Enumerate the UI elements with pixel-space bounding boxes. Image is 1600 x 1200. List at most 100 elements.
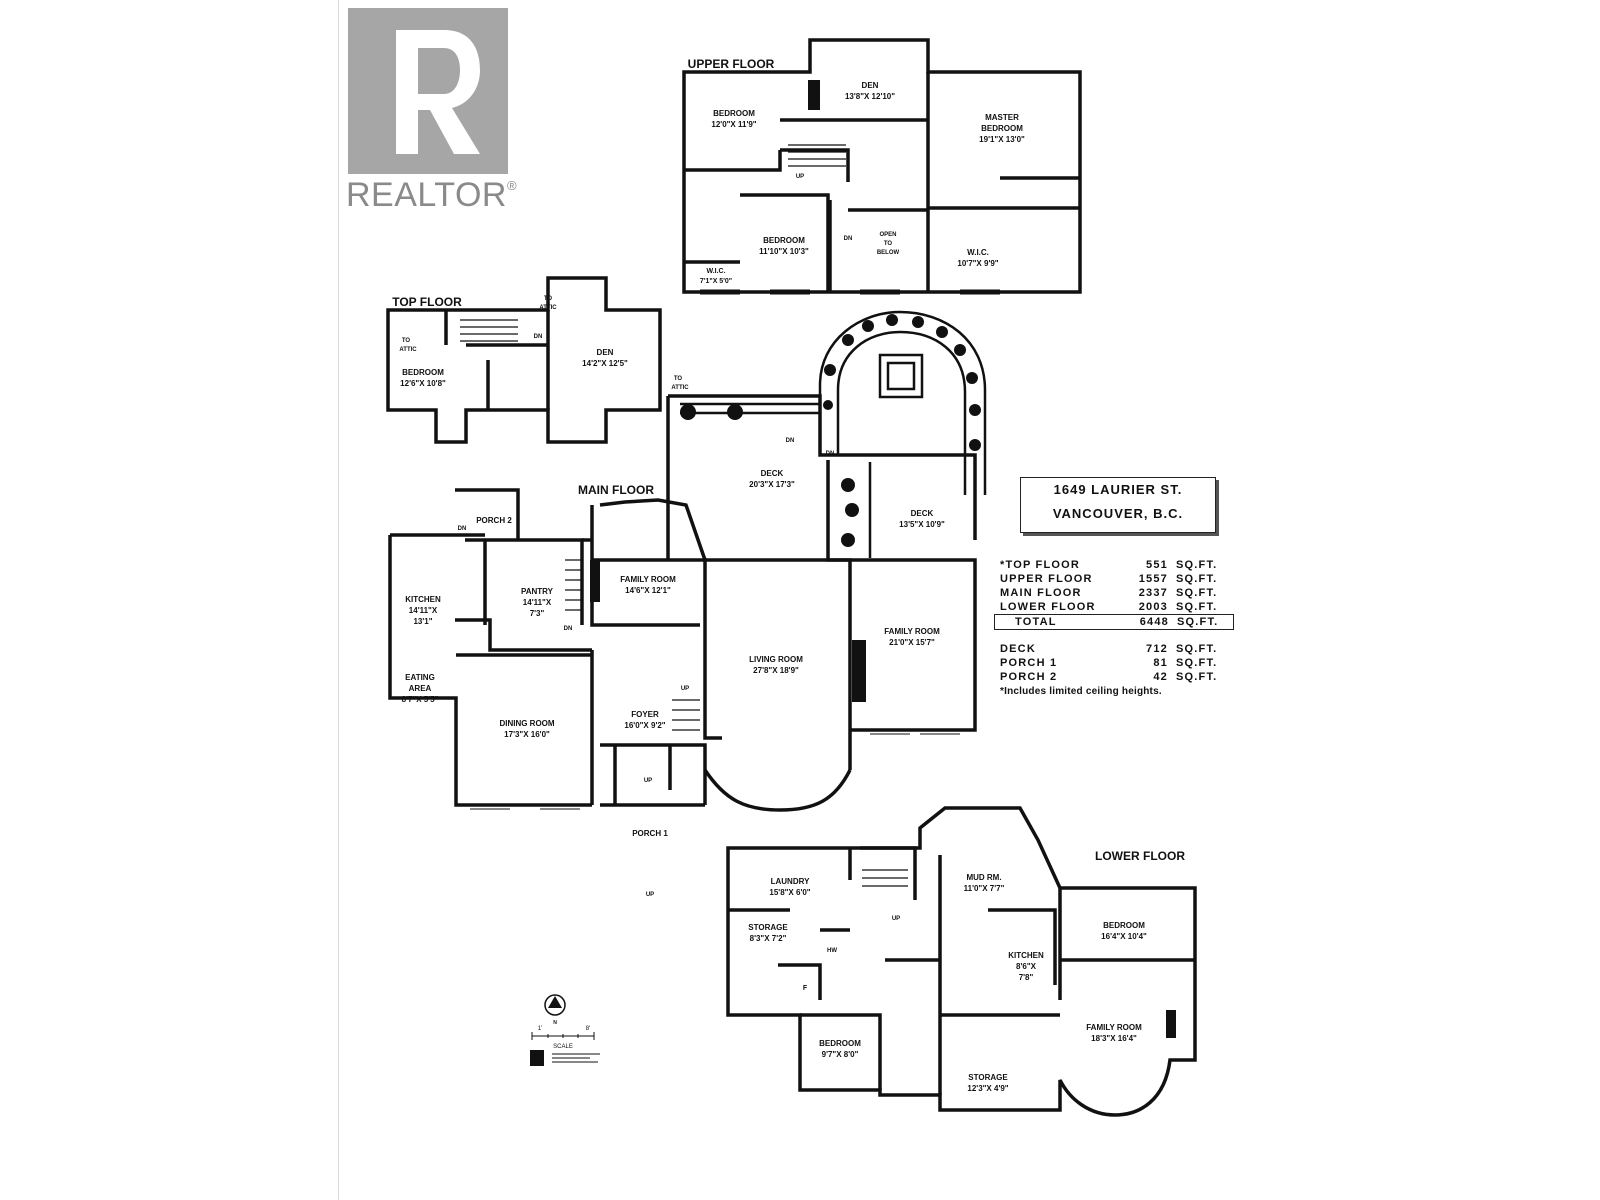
room-dims: 11'0"X 7'7" bbox=[964, 884, 1005, 893]
room-dims: 8'3"X 7'2" bbox=[750, 934, 787, 943]
area-unit: SQ.FT. bbox=[1176, 573, 1218, 585]
room-dims: 15'8"X 6'0" bbox=[769, 888, 810, 897]
room-dims: 16'0"X 9'2" bbox=[624, 721, 665, 730]
area-label: *TOP FLOOR bbox=[1000, 559, 1081, 571]
main-note: DN bbox=[458, 526, 467, 532]
room-dims: 9'7"X 8'0" bbox=[822, 1050, 859, 1059]
room-name: W.I.C. bbox=[967, 248, 989, 257]
area-row: MAIN FLOOR 2337 SQ.FT. bbox=[1000, 586, 1240, 600]
room-name: KITCHEN bbox=[405, 595, 441, 604]
area-label: MAIN FLOOR bbox=[1000, 587, 1082, 599]
area-unit: SQ.FT. bbox=[1176, 657, 1218, 669]
room-name: FOYER bbox=[631, 710, 659, 719]
area-label: PORCH 2 bbox=[1000, 671, 1058, 683]
area-label: DECK bbox=[1000, 643, 1036, 655]
room-name: STORAGE bbox=[968, 1073, 1008, 1082]
registered-mark: ® bbox=[506, 178, 518, 193]
area-row: DECK 712 SQ.FT. bbox=[1000, 642, 1240, 656]
planter-circles bbox=[680, 314, 981, 547]
area-unit: SQ.FT. bbox=[1176, 601, 1218, 613]
room-name: BEDROOM bbox=[981, 124, 1023, 133]
deck-arc bbox=[680, 310, 987, 558]
room-name: PANTRY bbox=[521, 587, 554, 596]
room-dims: 20'3"X 17'3" bbox=[749, 480, 795, 489]
upper-note: DN bbox=[844, 236, 853, 242]
area-total-value: 6448 bbox=[1139, 616, 1169, 628]
room-name: BEDROOM bbox=[713, 109, 755, 118]
room-dims: 13'5"X 10'9" bbox=[899, 520, 945, 529]
realtor-wordmark: REALTOR® bbox=[346, 176, 517, 215]
room-dims: 14'2"X 12'5" bbox=[582, 359, 628, 368]
lower-note: HW bbox=[827, 948, 837, 954]
upper-floor-walls bbox=[682, 38, 1082, 294]
area-row: PORCH 1 81 SQ.FT. bbox=[1000, 656, 1240, 670]
room-dims: 19'1"X 13'0" bbox=[979, 135, 1025, 144]
top-note: ATTIC bbox=[539, 305, 557, 311]
room-dims: 13'1" bbox=[413, 617, 432, 626]
room-dims: 8'7"X 5'5" bbox=[402, 695, 439, 704]
top-note: DN bbox=[534, 334, 543, 340]
area-value: 2003 bbox=[1138, 601, 1168, 613]
room-dims: 12'0"X 11'9" bbox=[711, 120, 756, 129]
area-value: 81 bbox=[1153, 657, 1168, 669]
top-note: TO bbox=[402, 338, 411, 344]
area-value: 551 bbox=[1146, 559, 1168, 571]
area-total-unit: SQ.FT. bbox=[1177, 616, 1219, 628]
upper-floor-title: UPPER FLOOR bbox=[688, 57, 775, 71]
main-note: UP bbox=[644, 778, 652, 784]
realtor-wordmark-text: REALTOR bbox=[346, 176, 507, 214]
area-value: 42 bbox=[1153, 671, 1168, 683]
upper-note: TO bbox=[884, 241, 893, 247]
room-name: PORCH 2 bbox=[476, 516, 512, 525]
address-box: 1649 LAURIER ST. VANCOUVER, B.C. bbox=[1020, 477, 1216, 533]
room-name: LIVING ROOM bbox=[749, 655, 803, 664]
area-row: UPPER FLOOR 1557 SQ.FT. bbox=[1000, 572, 1240, 586]
main-note: DN bbox=[564, 626, 573, 632]
realtor-logo-icon bbox=[348, 8, 508, 174]
room-dims: 12'6"X 10'8" bbox=[400, 379, 446, 388]
scale-label: SCALE bbox=[553, 1044, 573, 1050]
room-dims: 7'8" bbox=[1019, 973, 1034, 982]
room-name: STORAGE bbox=[748, 923, 788, 932]
north-arrow-icon bbox=[544, 994, 566, 1016]
room-name: W.I.C. bbox=[706, 268, 725, 275]
room-name: LAUNDRY bbox=[771, 877, 810, 886]
area-value: 712 bbox=[1146, 643, 1168, 655]
area-row: *TOP FLOOR 551 SQ.FT. bbox=[1000, 558, 1240, 572]
room-name: BEDROOM bbox=[819, 1039, 861, 1048]
drafter-logo-icon bbox=[530, 1050, 600, 1066]
top-note: ATTIC bbox=[671, 385, 689, 391]
area-summary-table: *TOP FLOOR 551 SQ.FT. UPPER FLOOR 1557 S… bbox=[994, 558, 1240, 697]
area-row: PORCH 2 42 SQ.FT. bbox=[1000, 670, 1240, 684]
room-dims: 7'1"X 5'0" bbox=[700, 278, 732, 285]
main-floor-walls bbox=[388, 394, 977, 812]
area-row: LOWER FLOOR 2003 SQ.FT. bbox=[1000, 600, 1240, 614]
room-name: MASTER bbox=[985, 113, 1019, 122]
main-note: UP bbox=[646, 892, 654, 898]
area-gap bbox=[1000, 630, 1240, 642]
north-label: N bbox=[553, 1020, 557, 1026]
lower-note: F bbox=[803, 985, 808, 992]
room-dims: 18'3"X 16'4" bbox=[1091, 1034, 1137, 1043]
area-value: 2337 bbox=[1138, 587, 1168, 599]
lower-note: UP bbox=[892, 916, 900, 922]
main-note: DN bbox=[826, 451, 835, 457]
room-name: FAMILY ROOM bbox=[620, 575, 676, 584]
scale-left-label: 1' bbox=[538, 1026, 542, 1032]
room-name: DECK bbox=[761, 469, 784, 478]
area-unit: SQ.FT. bbox=[1176, 587, 1218, 599]
room-dims: 14'11"X bbox=[523, 598, 552, 607]
room-name: MUD RM. bbox=[966, 873, 1001, 882]
address-line-1: 1649 LAURIER ST. bbox=[1053, 482, 1183, 497]
room-dims: 17'3"X 16'0" bbox=[504, 730, 550, 739]
room-name: BEDROOM bbox=[1103, 921, 1145, 930]
fireplace-blocks bbox=[590, 80, 1176, 1038]
scale-right-label: 8' bbox=[586, 1026, 590, 1032]
room-name: DEN bbox=[862, 81, 879, 90]
room-name: EATING bbox=[405, 673, 435, 682]
area-unit: SQ.FT. bbox=[1176, 559, 1218, 571]
upper-note: UP bbox=[796, 174, 804, 180]
area-value: 1557 bbox=[1138, 573, 1168, 585]
room-dims: 7'3" bbox=[530, 609, 545, 618]
